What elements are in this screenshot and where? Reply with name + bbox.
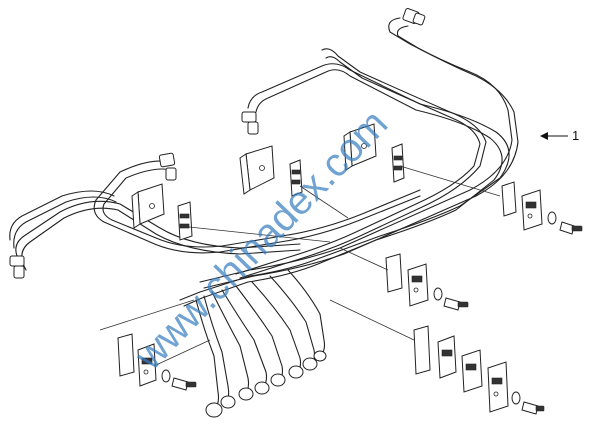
fitting-top-right <box>402 8 426 26</box>
clamp-set-upper-center <box>239 145 303 197</box>
callout-1: 1 <box>540 128 579 143</box>
callout-arrowhead <box>540 132 548 140</box>
clamp-set-mid-right <box>385 253 469 311</box>
clamp-set-right <box>501 181 583 235</box>
exploded-view-leader-lines <box>99 165 501 367</box>
clamp-set-left <box>131 183 193 241</box>
clamp-set-lower-left <box>117 333 197 391</box>
clamp-set-upper-right <box>343 123 405 183</box>
fitting-upper-left <box>241 111 259 135</box>
fitting-far-left <box>9 255 25 279</box>
fitting-lower-block <box>205 350 327 418</box>
clamp-set-lower-right <box>413 325 545 415</box>
callout-label: 1 <box>572 128 579 143</box>
watermark-text: www.chinadex.com <box>126 101 396 379</box>
pipe-fittings <box>9 8 426 418</box>
fitting-mid-left <box>158 152 177 181</box>
